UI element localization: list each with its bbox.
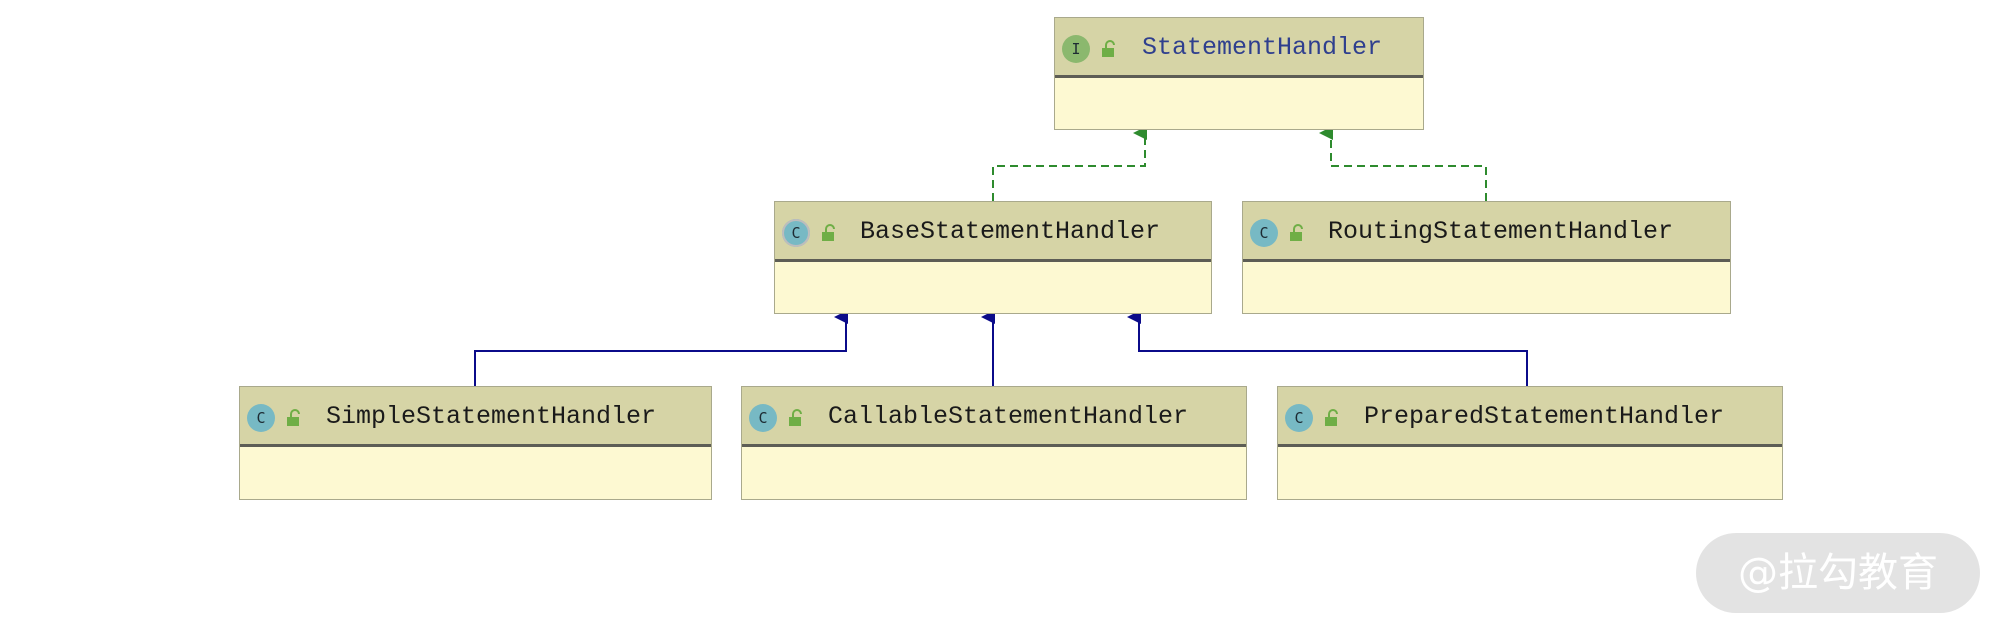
unlocked-icon	[789, 409, 802, 426]
unlocked-icon	[1290, 224, 1303, 241]
class-badge-icon: C	[1285, 404, 1313, 432]
node-title: PreparedStatementHandler	[1364, 402, 1725, 431]
node-header: C BaseStatementHandler	[775, 202, 1211, 262]
edge-simple-extends-base	[474, 310, 848, 386]
node-title: RoutingStatementHandler	[1328, 217, 1674, 246]
node-title: CallableStatementHandler	[828, 402, 1189, 431]
node-header: I StatementHandler	[1055, 18, 1423, 78]
class-badge-icon: C	[749, 404, 777, 432]
node-title: BaseStatementHandler	[860, 217, 1161, 246]
edge-routing-implements-statement-handler	[1319, 126, 1487, 201]
node-header: C RoutingStatementHandler	[1243, 202, 1730, 262]
node-header: C SimpleStatementHandler	[240, 387, 711, 447]
node-statement-handler[interactable]: I StatementHandler	[1054, 17, 1424, 130]
node-title: SimpleStatementHandler	[326, 402, 657, 431]
node-title: StatementHandler	[1142, 33, 1383, 62]
unlocked-icon	[822, 224, 835, 241]
abstract-class-badge-icon: C	[782, 219, 810, 247]
edge-prepared-extends-base	[1127, 310, 1528, 386]
unlocked-icon	[1102, 40, 1115, 57]
interface-badge-icon: I	[1062, 35, 1090, 63]
class-badge-icon: C	[1250, 219, 1278, 247]
node-callable-statement-handler[interactable]: C CallableStatementHandler	[741, 386, 1247, 500]
node-header: C PreparedStatementHandler	[1278, 387, 1782, 447]
unlocked-icon	[287, 409, 300, 426]
node-simple-statement-handler[interactable]: C SimpleStatementHandler	[239, 386, 712, 500]
edge-base-implements-statement-handler	[992, 126, 1147, 201]
node-routing-statement-handler[interactable]: C RoutingStatementHandler	[1242, 201, 1731, 314]
node-base-statement-handler[interactable]: C BaseStatementHandler	[774, 201, 1212, 314]
node-prepared-statement-handler[interactable]: C PreparedStatementHandler	[1277, 386, 1783, 500]
class-badge-icon: C	[247, 404, 275, 432]
unlocked-icon	[1325, 409, 1338, 426]
watermark: @拉勾教育	[1696, 533, 1980, 613]
node-header: C CallableStatementHandler	[742, 387, 1246, 447]
